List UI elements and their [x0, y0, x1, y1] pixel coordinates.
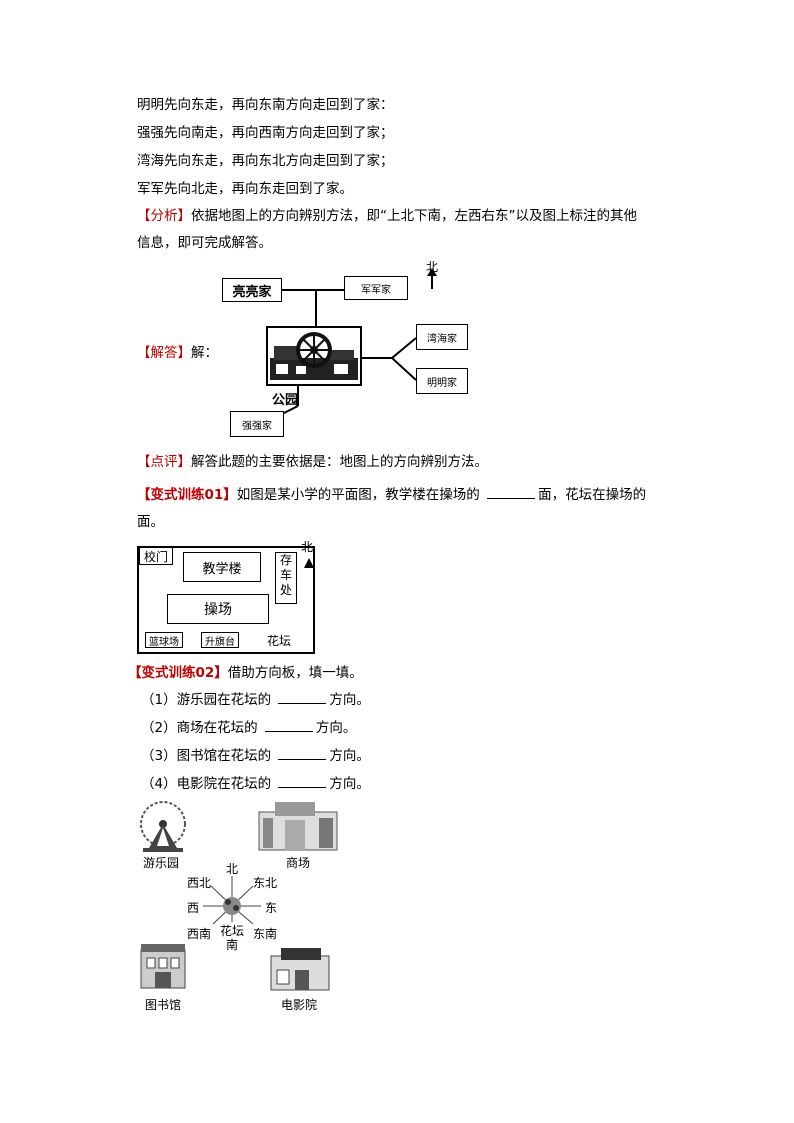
wanhai-home: 湾海家 [416, 324, 468, 350]
variant-01-line: 【变式训练01】如图是某小学的平面图，教学楼在操场的 面，花坛在操场的 [137, 486, 647, 503]
mall-label: 商场 [286, 856, 311, 870]
north-arrow-icon [427, 268, 437, 276]
comment-tag: 【点评】 [137, 454, 191, 470]
answer-tag: 【解答】 [137, 345, 191, 361]
cinema-building-icon [270, 948, 330, 991]
map1-north-label: 北 [426, 260, 439, 274]
dir-southeast: 东南 [253, 927, 278, 941]
basketball-court: 篮球场 [145, 632, 183, 648]
mingming-home: 明明家 [416, 368, 468, 394]
dir-east: 东 [265, 901, 278, 915]
library-label: 图书馆 [145, 998, 182, 1012]
question-1: （1）游乐园在花坛的 方向。 [141, 691, 370, 708]
qiangqiang-home: 强强家 [230, 411, 284, 437]
park-picture [266, 326, 362, 386]
direction-board-figure: 游乐园 商场 图书馆 电影院 北 西北 东北 西 东 西南 东南 花坛 南 [135, 798, 341, 1016]
playground: 操场 [167, 594, 269, 624]
dir-southwest: 西南 [187, 927, 212, 941]
analysis-tag: 【分析】 [137, 208, 191, 224]
question-3: （3）图书馆在花坛的 方向。 [141, 747, 370, 764]
answer-blank[interactable] [487, 486, 536, 499]
teaching-building: 教学楼 [183, 552, 261, 582]
school-boundary [137, 546, 315, 654]
comment-line: 【点评】解答此题的主要依据是：地图上的方向辨别方法。 [137, 454, 488, 470]
dir-northeast: 东北 [253, 876, 278, 890]
map2-north-label: 北 [301, 540, 314, 554]
amusement-park-label: 游乐园 [143, 856, 180, 870]
variant-02-line: 【变式训练02】借助方向板，填一填。 [128, 665, 363, 681]
text-line-1: 明明先向东走，再向东南方向走回到了家： [137, 97, 394, 113]
cinema-label: 电影院 [281, 998, 318, 1012]
map-park-homes: 北 亮亮家 军军家 湾海家 明明家 强强家 公园 [212, 256, 468, 442]
text-line-2: 强强先向南走，再向西南方向走回到了家； [137, 125, 394, 141]
text-line-4: 军军先向北走，再向东走回到了家。 [137, 181, 353, 197]
variant-01-line-2: 面。 [137, 514, 164, 530]
dir-north: 北 [226, 862, 239, 876]
analysis-line-2: 信息，即可完成解答。 [137, 235, 272, 251]
dir-west: 西 [187, 901, 200, 915]
school-gate: 校门 [139, 547, 173, 565]
library-building-icon [140, 944, 186, 989]
flowerbed-icon [223, 897, 241, 915]
map2-north-arrow [304, 558, 314, 568]
flowerbed-label: 花坛 [267, 634, 292, 648]
answer-blank[interactable] [278, 747, 327, 760]
center-flowerbed-label: 花坛 [220, 924, 245, 938]
ferris-wheel-icon [140, 801, 186, 852]
liangliang-home: 亮亮家 [222, 278, 282, 302]
question-4: （4）电影院在花坛的 方向。 [141, 775, 370, 792]
answer-blank[interactable] [264, 719, 313, 732]
variant-01-tag: 【变式训练01】 [137, 487, 237, 503]
text-line-3: 湾海先向东走，再向东北方向走回到了家； [137, 153, 394, 169]
analysis-line: 【分析】依据地图上的方向辨别方法，即“上北下南，左西右东”以及图上标注的其他 [137, 208, 637, 224]
mall-building-icon [258, 802, 338, 851]
map-school-plan: 校门 教学楼 存车处 操场 篮球场 升旗台 花坛 北 [137, 538, 321, 656]
dir-south: 南 [226, 938, 239, 952]
answer-blank[interactable] [278, 691, 327, 704]
answer-line: 【解答】解： [137, 345, 218, 361]
flag-stand: 升旗台 [201, 632, 239, 648]
map-park-connectors [280, 268, 437, 415]
variant-02-tag: 【变式训练02】 [128, 665, 228, 681]
answer-blank[interactable] [278, 775, 327, 788]
question-2: （2）商场在花坛的 方向。 [141, 719, 357, 736]
junjun-home: 军军家 [344, 276, 408, 300]
dir-northwest: 西北 [187, 876, 212, 890]
north-arrow-icon [304, 558, 314, 568]
ferris-wheel-icon [270, 332, 358, 380]
bike-parking: 存车处 [275, 552, 297, 604]
park-label: 公园 [272, 393, 299, 408]
direction-board-drawing [140, 801, 338, 991]
